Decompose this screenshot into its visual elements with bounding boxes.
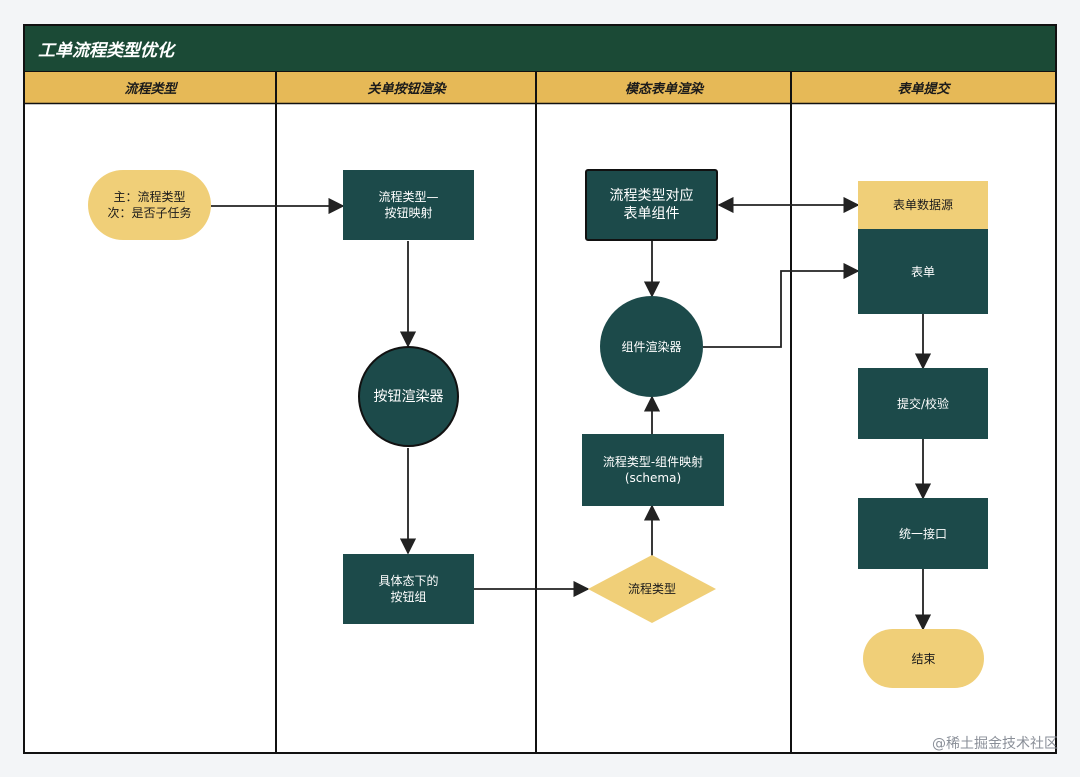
node-component-renderer: 组件渲染器 (600, 296, 703, 397)
node-button-group: 具体态下的 按钮组 (343, 554, 474, 624)
watermark: @稀土掘金技术社区 (932, 736, 1058, 752)
node-button-renderer: 按钮渲染器 (358, 346, 459, 447)
lane-title-button-render: 关单按钮渲染 (367, 82, 446, 97)
title-bar (25, 26, 1055, 71)
node-component-mapping: 流程类型-组件映射 (schema) (582, 434, 724, 506)
node-unified-api: 统一接口 (858, 498, 988, 569)
lane-header-strip (25, 72, 1055, 103)
node-process-type-source: 主：流程类型 次：是否子任务 (88, 170, 211, 240)
node-end: 结束 (863, 629, 984, 688)
lane-title-form-submit: 表单提交 (897, 82, 950, 97)
node-form-datasource: 表单数据源 (858, 181, 988, 229)
lane-title-process-type: 流程类型 (124, 82, 177, 97)
page-title: 工单流程类型优化 (38, 40, 174, 61)
lane-title-modal-form-render: 模态表单渲染 (624, 82, 703, 97)
node-form: 表单 (858, 229, 988, 314)
node-button-mapping: 流程类型— 按钮映射 (343, 170, 474, 240)
node-form-component: 流程类型对应 表单组件 (585, 169, 718, 241)
arrow-renderer-to-form (703, 262, 860, 348)
node-submit-validate: 提交/校验 (858, 368, 988, 439)
type-decision-diamond (588, 555, 716, 623)
node-process-type-decision: 流程类型 (627, 582, 676, 596)
